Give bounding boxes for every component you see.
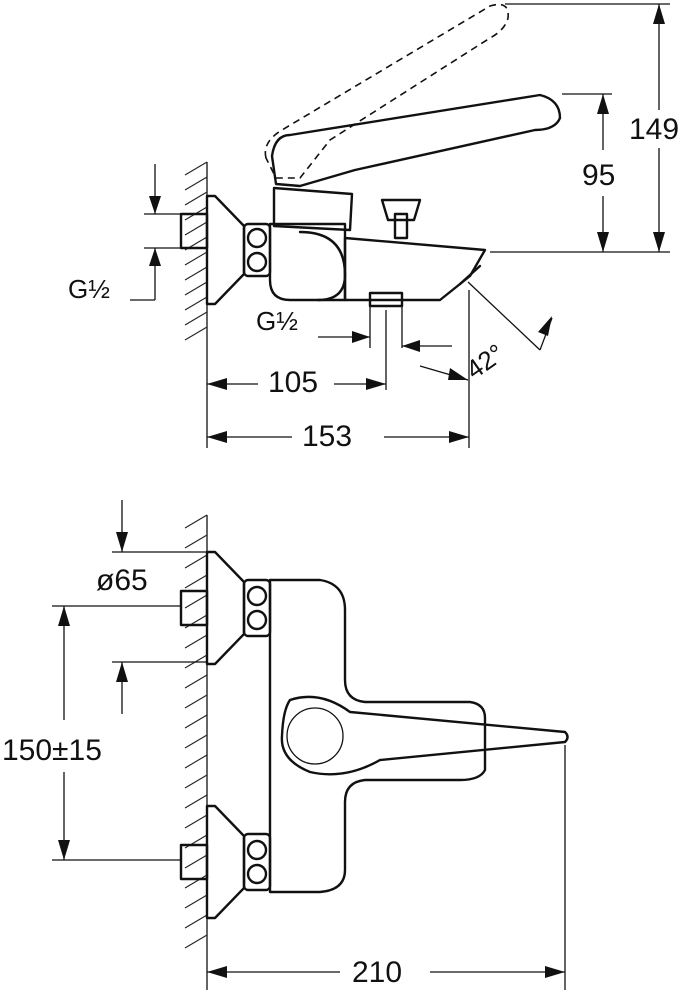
side-view: 149 95 G½ bbox=[68, 3, 679, 453]
inlet-stub-upper bbox=[179, 589, 209, 627]
dimension-153-label: 153 bbox=[302, 420, 352, 453]
outlet-thread-dimension: G½ bbox=[256, 306, 452, 352]
inlet-stub-lower bbox=[179, 843, 209, 881]
dimension-angle-42: 42° bbox=[419, 281, 553, 385]
wall-hatch-top bbox=[184, 161, 208, 341]
dimension-105-label: 105 bbox=[268, 366, 318, 399]
inlet-stub-side bbox=[179, 212, 209, 250]
dimension-150: 150±15 bbox=[2, 605, 181, 861]
dimension-149: 149 bbox=[490, 3, 679, 253]
flange-lower bbox=[205, 804, 246, 920]
body-side bbox=[268, 222, 347, 302]
inlet-thread-dimension: G½ bbox=[68, 164, 181, 304]
body-round-side bbox=[298, 230, 347, 302]
dimension-95: 95 bbox=[562, 93, 615, 252]
dimension-210-label: 210 bbox=[352, 956, 402, 989]
diameter-65-label: ø65 bbox=[96, 564, 148, 597]
dimension-diameter-65: ø65 bbox=[96, 500, 207, 714]
dimension-210: 210 bbox=[206, 745, 566, 990]
dimension-150-label: 150±15 bbox=[2, 734, 102, 767]
body-front bbox=[268, 578, 487, 894]
outlet-thread-label: G½ bbox=[256, 306, 298, 336]
dimension-95-label: 95 bbox=[582, 159, 615, 192]
dimension-153: 153 bbox=[207, 290, 470, 453]
cartridge-housing-side bbox=[272, 186, 354, 232]
diverter-knob-side bbox=[380, 198, 422, 240]
flange-upper bbox=[205, 550, 246, 666]
front-view: ø65 150±15 210 bbox=[2, 500, 569, 990]
inlet-thread-label: G½ bbox=[68, 274, 110, 304]
lever-handle-front bbox=[280, 695, 569, 776]
spout-side bbox=[343, 236, 487, 302]
dimension-105: 105 bbox=[206, 310, 387, 448]
connector-nut-side bbox=[242, 222, 272, 278]
flange-side bbox=[205, 194, 246, 306]
dimension-149-label: 149 bbox=[629, 113, 679, 146]
lever-handle-side bbox=[270, 93, 562, 188]
spout-tip bbox=[458, 264, 482, 286]
wall-hatch-bottom bbox=[184, 514, 208, 955]
connector-nut-lower bbox=[242, 832, 272, 892]
connector-nut-upper bbox=[242, 578, 272, 638]
angle-42-label: 42° bbox=[460, 338, 509, 385]
lever-hub bbox=[286, 707, 344, 765]
lever-handle-raised bbox=[264, 3, 509, 179]
